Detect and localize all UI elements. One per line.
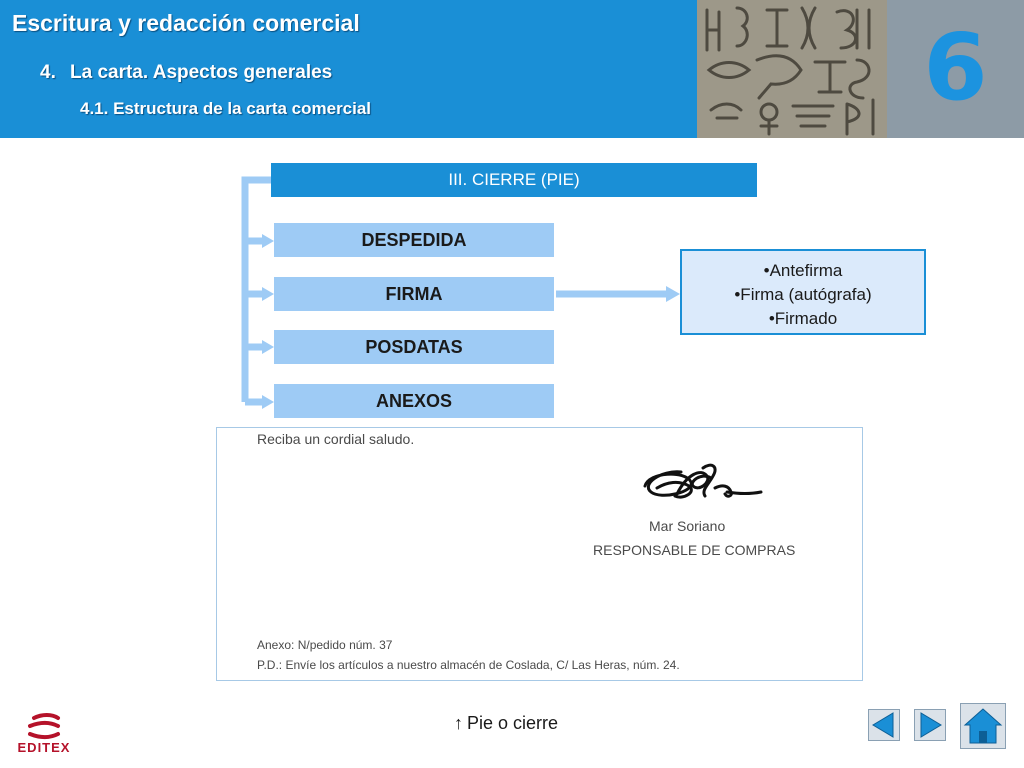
subsection-heading: 4.1. Estructura de la carta comercial [80, 99, 372, 118]
firma-box: FIRMA [274, 277, 554, 311]
section-heading: 4. La carta. Aspectos generales [40, 62, 332, 84]
home-button[interactable] [960, 703, 1006, 749]
despedida-box: DESPEDIDA [274, 223, 554, 257]
previous-slide-button[interactable] [868, 709, 900, 741]
triangle-left-icon [872, 712, 894, 738]
header-bar: Escritura y redacción comercial 4. La car… [0, 0, 1024, 138]
image-caption: ↑Pie o cierre [454, 713, 558, 734]
triangle-right-icon [920, 712, 942, 738]
detail-firmado: •Firmado [768, 309, 838, 328]
home-icon [963, 708, 1003, 744]
letter-annex: Anexo: N/pedido núm. 37 [257, 638, 393, 652]
posdatas-box: POSDATAS [274, 330, 554, 364]
detail-firma-autografa: •Firma (autógrafa) [734, 285, 872, 304]
caption-text: Pie o cierre [467, 713, 559, 733]
firma-detail-box: •Antefirma •Firma (autógrafa) •Firmado [680, 249, 926, 335]
section-title: La carta. Aspectos generales [70, 62, 333, 83]
signer-name: Mar Soriano [649, 518, 726, 534]
chapter-number: 6 [923, 14, 988, 121]
page-title: Escritura y redacción comercial [12, 10, 360, 36]
chapter-panel: 6 [887, 0, 1024, 138]
signer-role: RESPONSABLE DE COMPRAS [593, 542, 796, 558]
letter-postscript: P.D.: Envíe los artículos a nuestro alma… [257, 658, 680, 672]
letter-greeting: Reciba un cordial saludo. [257, 431, 415, 447]
editex-logo: EDITEX [10, 712, 78, 758]
editex-logo-text: EDITEX [17, 740, 71, 755]
hieroglyphs-image [697, 0, 887, 138]
detail-antefirma: •Antefirma [763, 261, 843, 280]
section-number: 4. [40, 62, 56, 83]
cierre-heading-box: III. CIERRE (PIE) [271, 163, 757, 197]
editex-logo-mark [28, 713, 60, 739]
letter-example: Reciba un cordial saludo. Mar Soriano RE… [216, 427, 863, 681]
next-slide-button[interactable] [914, 709, 946, 741]
up-arrow-icon: ↑ [454, 713, 463, 733]
anexos-box: ANEXOS [274, 384, 554, 418]
handwritten-signature [643, 463, 763, 499]
